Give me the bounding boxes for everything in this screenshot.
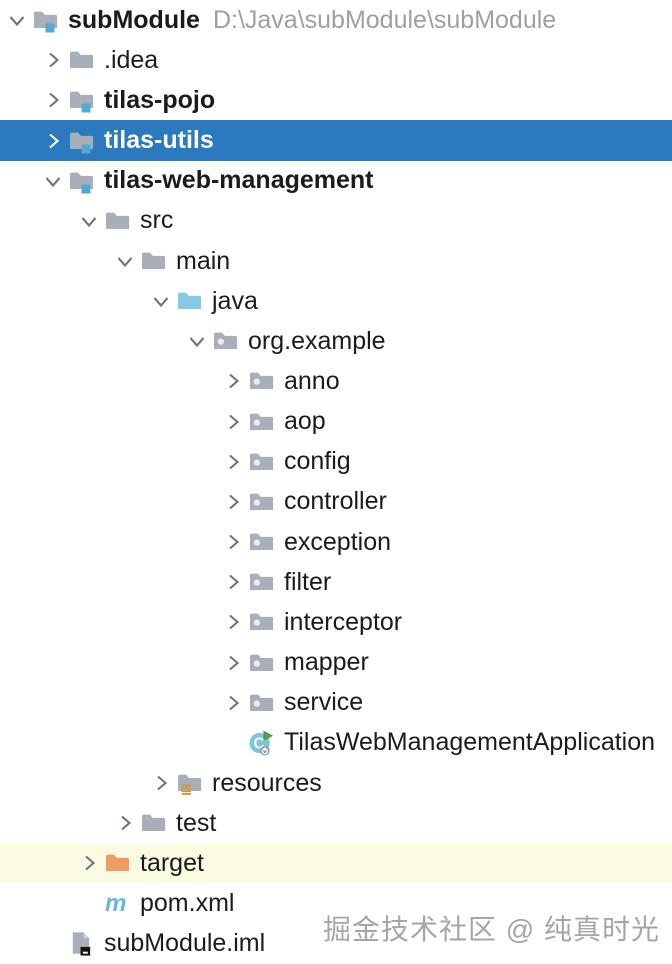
- chevron-right-icon[interactable]: [148, 770, 174, 796]
- tree-row-aop[interactable]: aop: [0, 402, 672, 442]
- tree-item-label: resources: [212, 768, 322, 797]
- chevron-spacer: [76, 891, 102, 917]
- tree-row-tilas-pojo[interactable]: tilas-pojo: [0, 80, 672, 120]
- module-folder-icon: [68, 86, 95, 114]
- tree-item-label: subModule.iml: [104, 929, 266, 958]
- chevron-right-icon[interactable]: [76, 850, 102, 876]
- folder-icon: [104, 207, 131, 235]
- tree-item-label: config: [284, 447, 351, 476]
- tree-row-submodule-iml[interactable]: subModule.iml: [0, 924, 672, 964]
- tree-item-label: tilas-web-management: [104, 166, 374, 195]
- tree-item-label: test: [176, 808, 217, 837]
- excluded-folder-icon: [104, 849, 131, 877]
- tree-row-anno[interactable]: anno: [0, 361, 672, 401]
- svg-text:C: C: [254, 735, 265, 752]
- chevron-down-icon[interactable]: [4, 7, 30, 33]
- class-run-icon: C: [248, 729, 275, 757]
- package-icon: [248, 488, 275, 516]
- chevron-right-icon[interactable]: [220, 529, 246, 555]
- tree-item-label: .idea: [104, 45, 159, 74]
- chevron-down-icon[interactable]: [184, 328, 210, 354]
- chevron-right-icon[interactable]: [112, 810, 138, 836]
- chevron-right-icon[interactable]: [40, 128, 66, 154]
- iml-file-icon: [68, 930, 95, 958]
- chevron-right-icon[interactable]: [220, 569, 246, 595]
- module-folder-icon: [68, 127, 95, 155]
- tree-row-tilas-utils[interactable]: tilas-utils: [0, 120, 672, 161]
- package-icon: [248, 408, 275, 436]
- tree-item-label: service: [284, 688, 364, 717]
- chevron-right-icon[interactable]: [220, 368, 246, 394]
- package-icon: [248, 649, 275, 677]
- package-icon: [248, 448, 275, 476]
- svg-text:m: m: [105, 890, 126, 917]
- chevron-right-icon[interactable]: [220, 690, 246, 716]
- tree-row--idea[interactable]: .idea: [0, 40, 672, 80]
- tree-row-config[interactable]: config: [0, 442, 672, 482]
- tree-row-controller[interactable]: controller: [0, 482, 672, 522]
- folder-icon: [140, 809, 167, 837]
- package-icon: [248, 608, 275, 636]
- tree-row-exception[interactable]: exception: [0, 522, 672, 562]
- source-folder-icon: [176, 287, 203, 315]
- chevron-spacer: [40, 931, 66, 957]
- tree-row-tilaswebmanagementapplication[interactable]: C TilasWebManagementApplication: [0, 723, 672, 763]
- folder-icon: [68, 46, 95, 74]
- package-icon: [212, 327, 239, 355]
- chevron-down-icon[interactable]: [76, 208, 102, 234]
- tree-item-label: mapper: [284, 648, 369, 677]
- tree-item-label: java: [212, 286, 258, 315]
- tree-row-test[interactable]: test: [0, 803, 672, 843]
- folder-icon: [140, 247, 167, 275]
- tree-item-label: subModule: [68, 5, 200, 34]
- chevron-right-icon[interactable]: [40, 47, 66, 73]
- tree-row-interceptor[interactable]: interceptor: [0, 602, 672, 642]
- tree-item-label: tilas-pojo: [104, 85, 216, 114]
- tree-row-resources[interactable]: resources: [0, 763, 672, 803]
- chevron-down-icon[interactable]: [40, 168, 66, 194]
- package-icon: [248, 528, 275, 556]
- package-icon: [248, 367, 275, 395]
- tree-row-service[interactable]: service: [0, 683, 672, 723]
- resources-folder-icon: [176, 769, 203, 797]
- tree-row-src[interactable]: src: [0, 201, 672, 241]
- chevron-down-icon[interactable]: [148, 288, 174, 314]
- chevron-right-icon[interactable]: [220, 609, 246, 635]
- tree-item-label: tilas-utils: [104, 126, 214, 155]
- tree-row-filter[interactable]: filter: [0, 562, 672, 602]
- module-folder-icon: [32, 6, 59, 34]
- tree-row-java[interactable]: java: [0, 281, 672, 321]
- tree-item-label: aop: [284, 407, 326, 436]
- tree-row-mapper[interactable]: mapper: [0, 643, 672, 683]
- tree-row-pom-xml[interactable]: m pom.xml: [0, 883, 672, 923]
- tree-item-label: anno: [284, 366, 340, 395]
- chevron-right-icon[interactable]: [220, 650, 246, 676]
- tree-row-submodule[interactable]: subModule D:\Java\subModule\subModule: [0, 0, 672, 40]
- chevron-right-icon[interactable]: [220, 489, 246, 515]
- tree-item-label: filter: [284, 567, 332, 596]
- tree-item-label: org.example: [248, 326, 386, 355]
- package-icon: [248, 689, 275, 717]
- module-folder-icon: [68, 167, 95, 195]
- chevron-right-icon[interactable]: [220, 449, 246, 475]
- chevron-right-icon[interactable]: [220, 409, 246, 435]
- tree-item-label: exception: [284, 527, 392, 556]
- tree-item-label: TilasWebManagementApplication: [284, 728, 656, 757]
- tree-row-target[interactable]: target: [0, 843, 672, 884]
- project-path: D:\Java\subModule\subModule: [212, 5, 557, 34]
- tree-row-main[interactable]: main: [0, 241, 672, 281]
- tree-row-tilas-web-management[interactable]: tilas-web-management: [0, 161, 672, 201]
- tree-item-label: interceptor: [284, 607, 403, 636]
- maven-icon: m: [104, 890, 131, 918]
- chevron-right-icon[interactable]: [40, 87, 66, 113]
- tree-item-label: target: [140, 848, 204, 877]
- tree-item-label: src: [140, 206, 174, 235]
- chevron-spacer: [220, 730, 246, 756]
- tree-item-label: controller: [284, 487, 387, 516]
- package-icon: [248, 568, 275, 596]
- tree-item-label: pom.xml: [140, 889, 235, 918]
- tree-item-label: main: [176, 246, 231, 275]
- chevron-down-icon[interactable]: [112, 248, 138, 274]
- tree-row-org-example[interactable]: org.example: [0, 321, 672, 361]
